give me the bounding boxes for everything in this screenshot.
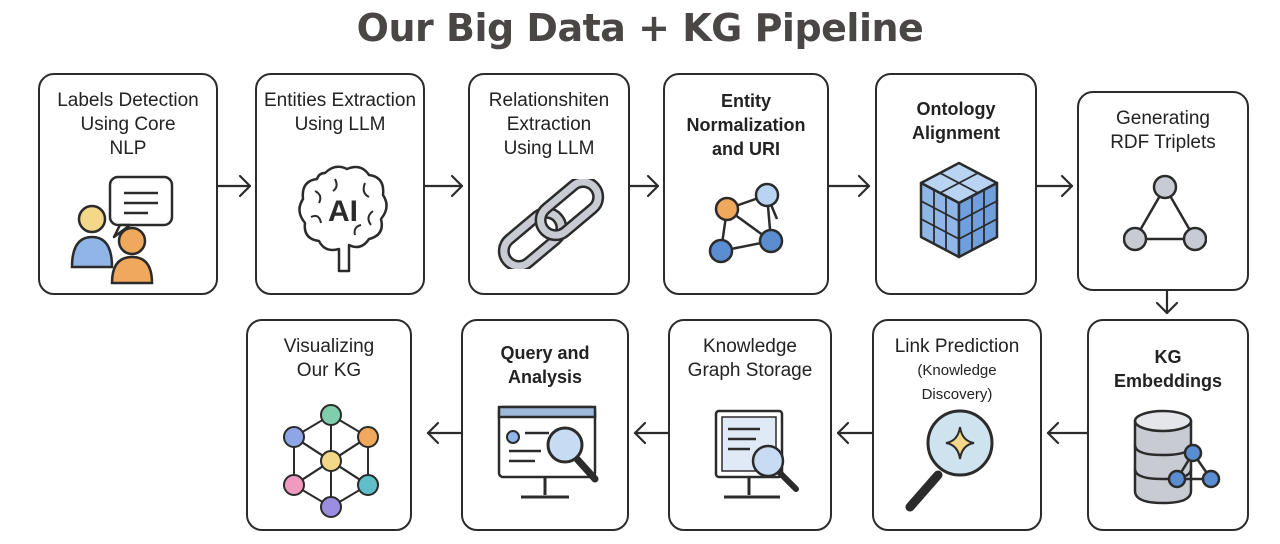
- arrow-3-4: [628, 174, 660, 198]
- step-generating-rdf: Generating RDF Triplets: [1077, 91, 1249, 291]
- triangle-graph-icon: [1123, 174, 1207, 252]
- step-label: Knowledge Graph Storage: [687, 336, 813, 381]
- step-knowledge-graph-storage: Knowledge Graph Storage: [668, 319, 832, 531]
- step-label: Entity Normalization and URI: [686, 91, 806, 159]
- step-label: KG Embeddings: [1113, 347, 1222, 391]
- arrow-8-9: [836, 421, 874, 445]
- ai-text: AI: [328, 195, 358, 228]
- arrow-7-8: [1046, 421, 1089, 445]
- chain-link-icon: [497, 179, 605, 269]
- step-label: Relationshiten Extraction Using LLM: [488, 90, 610, 159]
- step-entity-normalization: Entity Normalization and URI: [663, 73, 829, 295]
- step-label: Query and Analysis: [500, 343, 590, 387]
- ai-brain-icon: AI: [298, 165, 388, 273]
- dashboard-search-icon: [497, 405, 599, 499]
- magnifier-sparkle-icon: [905, 409, 994, 512]
- step-query-analysis: Query and Analysis: [461, 319, 629, 531]
- step-kg-embeddings: KG Embeddings: [1087, 319, 1249, 531]
- arrow-2-3: [423, 174, 464, 198]
- step-relationship-extraction: Relationshiten Extraction Using LLM: [468, 73, 630, 295]
- step-labels-detection: Labels Detection Using Core NLP: [38, 73, 218, 295]
- arrow-5-6: [1035, 174, 1074, 198]
- database-graph-icon: [1133, 409, 1221, 505]
- network-graph-icon: [283, 404, 379, 518]
- step-link-prediction: Link Prediction (Knowledge Discovery): [872, 319, 1042, 531]
- arrow-9-10: [633, 421, 670, 445]
- arrow-6-7: [1155, 289, 1179, 315]
- arrow-10-11: [426, 421, 463, 445]
- step-entities-extraction: Entities Extraction Using LLM AI: [255, 73, 425, 295]
- step-label: Ontology Alignment: [912, 99, 1000, 143]
- step-ontology-alignment: Ontology Alignment: [875, 73, 1037, 295]
- monitor-search-icon: [714, 409, 799, 499]
- step-label: Entities Extraction Using LLM: [263, 90, 417, 135]
- ontology-cube-icon: [919, 161, 999, 259]
- arrow-4-5: [827, 174, 871, 198]
- arrow-1-2: [216, 174, 252, 198]
- step-label: Visualizing Our KG: [283, 336, 375, 381]
- step-label: Labels Detection Using Core NLP: [57, 90, 199, 159]
- graph-nodes-icon: [708, 182, 784, 264]
- step-visualizing-kg: Visualizing Our KG: [246, 319, 412, 531]
- people-chat-icon: [70, 175, 174, 285]
- step-label: Generating RDF Triplets: [1110, 108, 1216, 153]
- page-title: Our Big Data + KG Pipeline: [356, 6, 924, 50]
- step-label: Link Prediction (Knowledge Discovery): [894, 336, 1020, 403]
